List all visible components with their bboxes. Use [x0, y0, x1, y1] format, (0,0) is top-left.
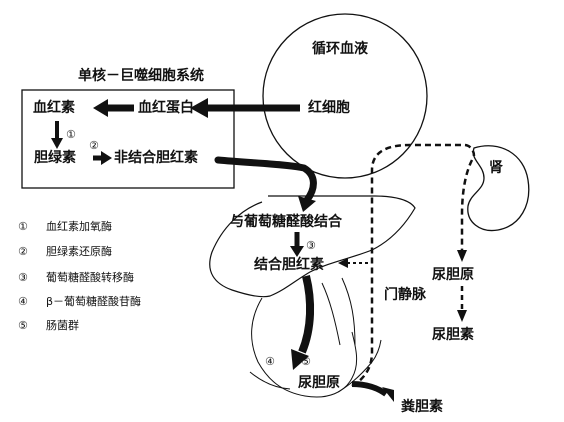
- unconj-bilirubin-label: 非结合胆红素: [114, 150, 198, 166]
- step-marker-2: ②: [89, 139, 99, 152]
- bile-duct-outline: [341, 277, 356, 346]
- urobilinogen-kidney-label: 尿胆原: [432, 267, 474, 283]
- system-title: 单核－巨噬细胞系统: [78, 68, 204, 84]
- conj-bilirubin-label: 结合胆红素: [254, 257, 324, 273]
- dashed-to-kidney: [460, 159, 474, 250]
- heme-label: 血红素: [33, 100, 75, 116]
- arrow-to-stercobilin: [351, 381, 388, 397]
- arrowhead: [298, 196, 316, 212]
- biliverdin-label: 胆绿素: [34, 150, 76, 166]
- circulation-label: 循环血液: [312, 41, 368, 57]
- kidney-label: 肾: [489, 160, 503, 176]
- arrow-liver-to-intestine: [298, 275, 315, 354]
- step-marker-3: ③: [306, 239, 316, 252]
- arrowhead: [382, 387, 394, 402]
- arrowhead: [290, 246, 304, 257]
- conjugation-label: 与葡萄糖醛酸结合: [230, 214, 342, 230]
- arrowhead: [93, 99, 108, 117]
- step-marker-5: ⑤: [301, 355, 311, 368]
- step-marker-4: ④: [265, 355, 275, 368]
- arrowhead: [457, 310, 467, 322]
- urobilin-label: 尿胆素: [432, 327, 474, 343]
- macrophage-system-box: [21, 89, 235, 189]
- hemoglobin-label: 血红蛋白: [138, 100, 194, 116]
- bile-duct-outline: [321, 282, 341, 346]
- step-marker-1: ①: [66, 128, 76, 141]
- arrowhead: [338, 258, 348, 268]
- arrowhead: [101, 151, 112, 165]
- arrowhead: [291, 349, 309, 370]
- kidney-outline: [467, 145, 530, 232]
- arrowhead: [51, 138, 63, 149]
- arrowhead: [190, 98, 208, 118]
- portal-vein-label: 门静脉: [384, 287, 426, 303]
- red-cell-label: 红细胞: [308, 100, 350, 116]
- intestine-outline: [251, 297, 358, 398]
- stercobilin-label: 粪胆素: [401, 399, 443, 415]
- arrowhead: [457, 250, 467, 262]
- liver-outline: [209, 195, 416, 298]
- urobilinogen-gut-label: 尿胆原: [298, 375, 340, 391]
- circulation-circle: [262, 13, 428, 179]
- portal-vein-dashed-path: [351, 143, 476, 388]
- arrow-bilirubin-to-liver: [214, 156, 317, 204]
